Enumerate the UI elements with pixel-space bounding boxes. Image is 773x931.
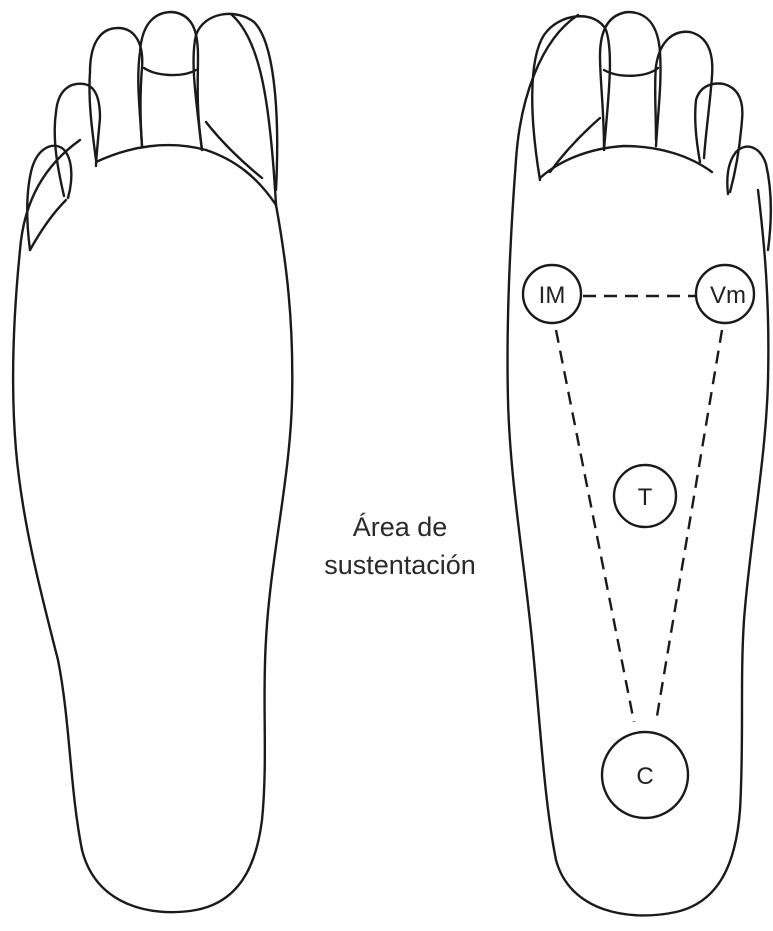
marker-vm: Vm	[696, 265, 754, 323]
dashed-line-im-c	[556, 330, 634, 722]
marker-c-label: C	[636, 763, 653, 790]
left-second-toe	[138, 12, 202, 150]
marker-t-label: T	[638, 484, 653, 511]
right-fourth-toe	[695, 84, 742, 192]
right-little-toe	[727, 147, 771, 250]
caption-line-1: Área de	[300, 508, 500, 546]
left-little-toe-base	[30, 200, 66, 250]
marker-im: IM	[523, 265, 581, 323]
left-little-toe	[27, 146, 71, 250]
right-second-toe-tip	[604, 68, 658, 76]
marker-im-label: IM	[539, 282, 566, 309]
left-ball-crease	[96, 145, 276, 205]
marker-vm-label: Vm	[710, 282, 746, 309]
caption-line-2: sustentación	[300, 546, 500, 584]
marker-t: T	[614, 465, 676, 527]
support-area-caption: Área de sustentación	[300, 508, 500, 584]
marker-c: C	[602, 732, 688, 818]
left-foot	[13, 12, 292, 912]
right-big-toe	[532, 16, 610, 180]
right-big-toe-inner-line	[550, 118, 600, 172]
dashed-line-vm-c	[656, 330, 722, 722]
right-third-toe	[655, 32, 712, 158]
left-second-toe-tip	[144, 68, 196, 75]
left-big-toe-inner-line	[206, 122, 262, 178]
